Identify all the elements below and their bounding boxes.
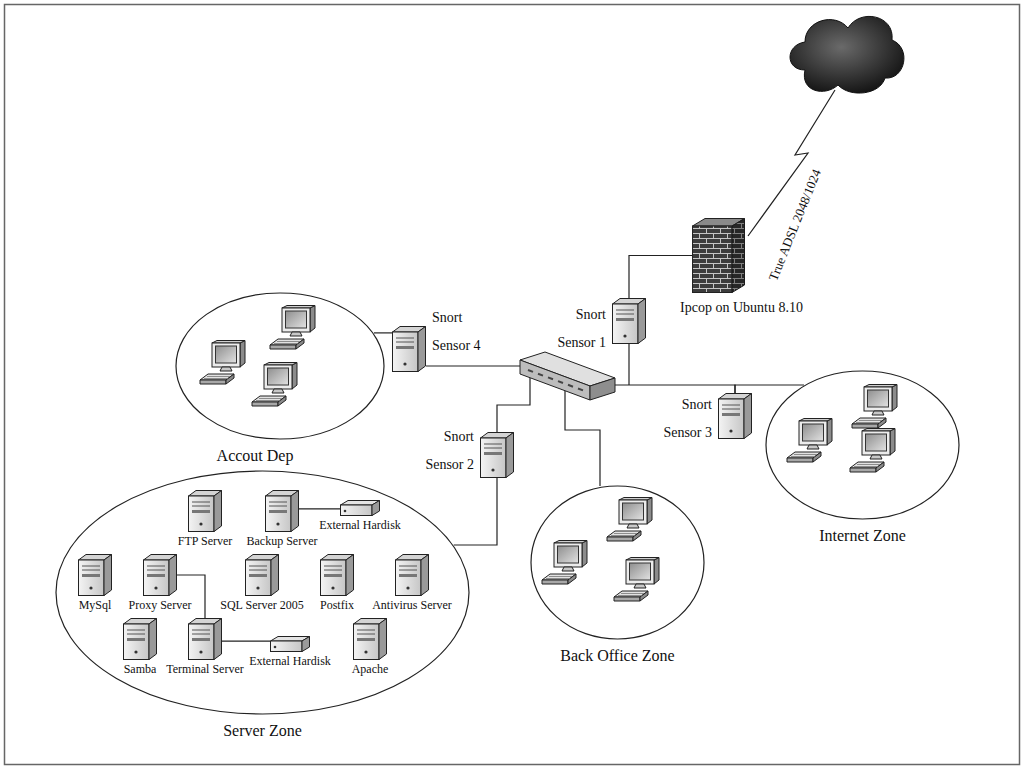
server: MySql — [78, 554, 112, 596]
zone-label: Internet Zone — [819, 527, 906, 544]
server-icon — [123, 618, 157, 660]
network-link — [735, 385, 804, 393]
zone-outline — [530, 485, 705, 640]
label-holder: Server Zone — [223, 721, 302, 740]
label-holder: External Hardisk — [319, 518, 401, 532]
device-label: Postfix — [320, 598, 354, 612]
network-link — [222, 640, 270, 641]
server-icon — [612, 298, 646, 344]
server: Backup Server — [265, 490, 299, 532]
label-holder: Internet Zone — [819, 526, 906, 545]
server-icon — [143, 554, 177, 596]
zone-outline — [175, 292, 385, 440]
server-icon — [78, 554, 112, 596]
network-switch — [520, 352, 615, 400]
snort-sensor: Snort Sensor 3 — [718, 393, 752, 439]
label-holder: Snort Sensor 4 — [432, 304, 492, 360]
computer-icon — [200, 306, 897, 602]
sensor-label: Snort Sensor 2 — [425, 429, 474, 472]
server-icon — [245, 554, 279, 596]
network-link — [374, 332, 392, 333]
server: Antivirus Server — [395, 554, 429, 596]
label-holder: External Hardisk — [249, 654, 331, 668]
device-label: Terminal Server — [166, 662, 243, 676]
external-disk: External Hardisk — [270, 636, 310, 652]
device-label: Backup Server — [247, 534, 318, 548]
server: Samba — [123, 618, 157, 660]
device-label: Antivirus Server — [372, 598, 452, 612]
snort-sensor: Snort Sensor 4 — [392, 326, 426, 372]
server: Proxy Server — [143, 554, 177, 596]
label-holder: Antivirus Server — [372, 598, 452, 612]
zone-label: Server Zone — [223, 722, 302, 739]
device-label: Samba — [124, 662, 157, 676]
internet-cloud — [790, 16, 904, 93]
disk-icon — [270, 636, 310, 652]
server-icon — [320, 554, 354, 596]
firewall-label: Ipcop on Ubuntu 8.10 — [680, 300, 803, 315]
label-holder: Snort Sensor 3 — [652, 391, 712, 447]
label-holder: Backup Server — [247, 534, 318, 548]
device-label: Proxy Server — [129, 598, 192, 612]
external-disk: External Hardisk — [340, 500, 380, 516]
device-label: External Hardisk — [319, 518, 401, 532]
label-holder: Apache — [352, 662, 389, 676]
server: SQL Server 2005 — [245, 554, 279, 596]
sensor-label: Snort Sensor 1 — [557, 307, 606, 350]
network-cable — [426, 344, 735, 486]
server-icon — [353, 618, 387, 660]
device-label: MySql — [79, 598, 112, 612]
network-link — [299, 508, 340, 509]
label-holder: FTP Server — [178, 534, 233, 548]
server: FTP Server — [188, 490, 222, 532]
label-holder: Terminal Server — [166, 662, 243, 676]
label-holder: Proxy Server — [129, 598, 192, 612]
server-icon — [718, 393, 752, 439]
network-link — [454, 478, 497, 545]
snort-sensor: Snort Sensor 2 — [480, 432, 514, 478]
label-holder: Postfix — [320, 598, 354, 612]
sensor-label: Snort Sensor 4 — [432, 310, 481, 353]
device-label: External Hardisk — [249, 654, 331, 668]
label-holder: Snort Sensor 1 — [546, 301, 606, 357]
device-label: Apache — [352, 662, 389, 676]
server-icon — [480, 432, 514, 478]
disk-icon — [340, 500, 380, 516]
zone-label: Back Office Zone — [560, 647, 674, 664]
server-icon — [188, 618, 222, 660]
network-link — [629, 256, 692, 299]
network-zone: Internet Zone — [765, 370, 960, 520]
snort-sensor: Snort Sensor 1 — [612, 298, 646, 344]
label-holder: Accout Dep — [217, 446, 294, 465]
server: Terminal Server — [188, 618, 222, 660]
server: Postfix — [320, 554, 354, 596]
server-icon — [265, 490, 299, 532]
server: Apache — [353, 618, 387, 660]
network-zone: Back Office Zone — [530, 485, 705, 640]
device-label: FTP Server — [178, 534, 233, 548]
server-icon — [188, 490, 222, 532]
network-zone: Server ZoneFTP ServerBackup ServerExtern… — [55, 470, 470, 715]
zone-label: Accout Dep — [217, 447, 294, 464]
zone-outline — [765, 370, 960, 520]
server-icon — [395, 554, 429, 596]
network-zone: Accout Dep — [175, 292, 385, 440]
frame — [5, 5, 1020, 765]
server-icon — [392, 326, 426, 372]
label-holder: Samba — [124, 662, 157, 676]
sensor-label: Snort Sensor 3 — [663, 397, 712, 440]
label-holder: MySql — [79, 598, 112, 612]
label-holder: Ipcop on Ubuntu 8.10 — [680, 300, 803, 317]
label-holder: Back Office Zone — [560, 646, 674, 665]
device-label: SQL Server 2005 — [220, 598, 304, 612]
firewall: Ipcop on Ubuntu 8.10 — [692, 218, 745, 293]
label-holder: SQL Server 2005 — [220, 598, 304, 612]
firewall-icon — [692, 218, 745, 293]
label-holder: Snort Sensor 2 — [414, 423, 474, 479]
